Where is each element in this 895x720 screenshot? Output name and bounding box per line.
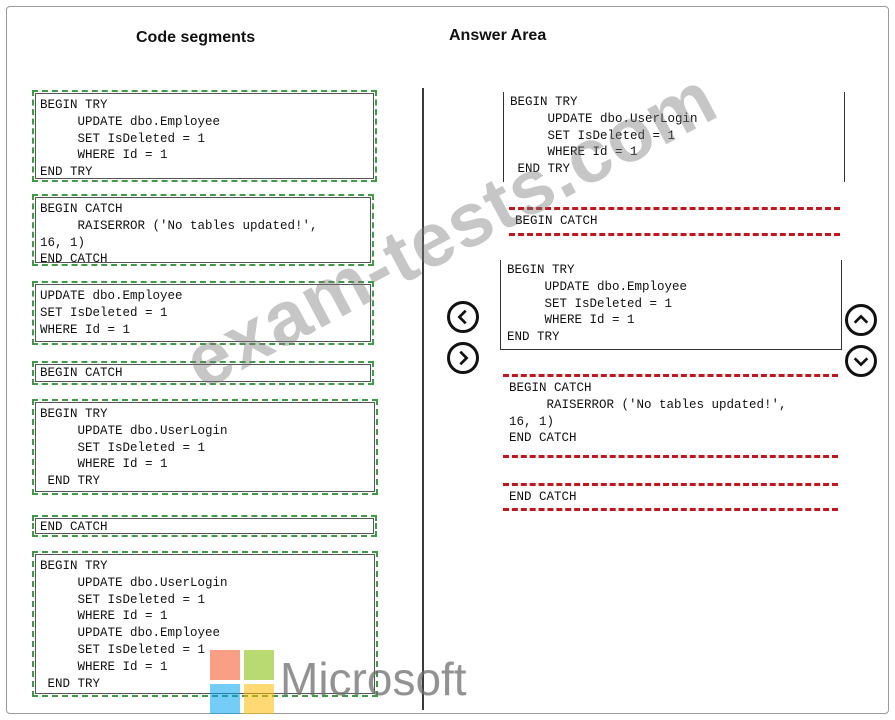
answer-slot-1[interactable]: BEGIN TRY UPDATE dbo.UserLogin SET IsDel… xyxy=(503,92,845,182)
move-right-button[interactable] xyxy=(447,342,479,374)
chevron-up-icon xyxy=(853,314,869,324)
answer-area-heading: Answer Area xyxy=(449,27,547,44)
code-segment-try-userlogin[interactable]: BEGIN TRY UPDATE dbo.UserLogin SET IsDel… xyxy=(32,399,378,495)
answer-slot-2[interactable]: BEGIN CATCH xyxy=(509,207,840,236)
code-segments-heading: Code segments xyxy=(136,29,256,46)
microsoft-logo-icon xyxy=(210,650,274,714)
code-segment-update-employee[interactable]: UPDATE dbo.Employee SET IsDeleted = 1 WH… xyxy=(32,281,374,345)
chevron-left-icon xyxy=(457,309,467,325)
move-down-button[interactable] xyxy=(845,345,877,377)
panel-divider xyxy=(422,88,424,710)
chevron-right-icon xyxy=(459,350,469,366)
move-left-button[interactable] xyxy=(447,301,479,333)
code-segment-begin-catch[interactable]: BEGIN CATCH xyxy=(32,361,374,385)
answer-slot-5[interactable]: END CATCH xyxy=(503,483,838,511)
code-segment-try-employee[interactable]: BEGIN TRY UPDATE dbo.Employee SET IsDele… xyxy=(32,90,377,182)
answer-slot-4[interactable]: BEGIN CATCH RAISERROR ('No tables update… xyxy=(503,374,838,458)
chevron-down-icon xyxy=(853,357,869,367)
code-segment-end-catch[interactable]: END CATCH xyxy=(32,515,377,537)
code-segment-catch-raiserror[interactable]: BEGIN CATCH RAISERROR ('No tables update… xyxy=(32,194,374,266)
answer-slot-3[interactable]: BEGIN TRY UPDATE dbo.Employee SET IsDele… xyxy=(500,260,842,350)
move-up-button[interactable] xyxy=(845,304,877,336)
microsoft-watermark: Microsoft xyxy=(280,653,467,705)
code-segment-try-userlogin-employee[interactable]: BEGIN TRY UPDATE dbo.UserLogin SET IsDel… xyxy=(32,551,378,697)
